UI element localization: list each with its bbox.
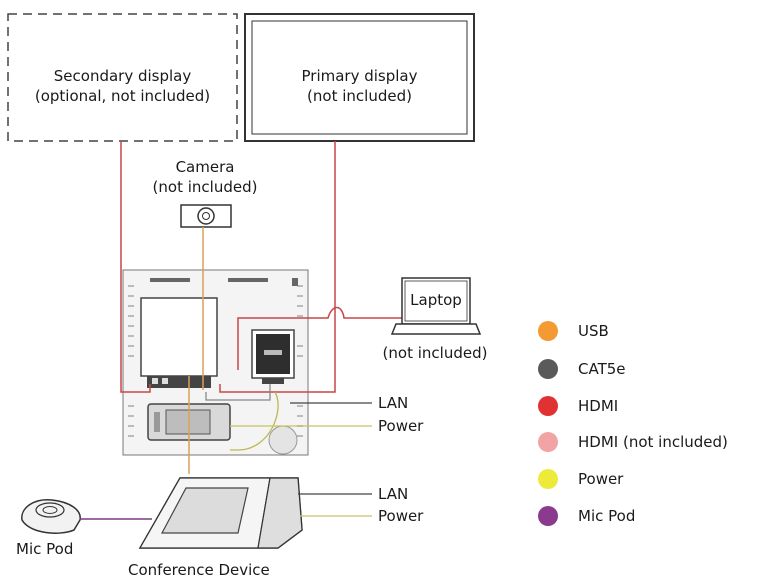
hdmi-primary-cable — [219, 141, 336, 393]
conference-device — [138, 477, 303, 549]
internal-cat5e-cable — [205, 384, 271, 401]
legend-label-power: Power — [578, 470, 624, 488]
laptop-label: Laptop — [410, 291, 462, 309]
mic-pod-label: Mic Pod — [16, 540, 74, 558]
mic-pod — [21, 499, 81, 534]
secondary-display-title: Secondary display — [53, 67, 192, 85]
power-color-swatch — [538, 469, 558, 489]
usb-color-swatch — [538, 321, 558, 341]
legend-label-hdmi: HDMI — [578, 397, 619, 415]
camera-title: Camera — [175, 158, 235, 176]
internal-power-cable — [230, 391, 279, 451]
hdmi-color-swatch — [538, 396, 558, 416]
primary-display-outline — [244, 13, 475, 142]
primary-display-screen — [251, 20, 468, 135]
camera-body — [180, 204, 232, 228]
legend-label-cat5e: CAT5e — [578, 360, 626, 378]
hdmi-not-included-color-swatch — [538, 432, 558, 452]
legend-item-usb: USB — [538, 319, 609, 343]
legend-item-hdmi-not-included: HDMI (not included) — [538, 430, 728, 454]
power-upper-label: Power — [378, 417, 424, 435]
lan-upper-label: LAN — [378, 394, 409, 412]
switch-unit — [251, 329, 295, 384]
legend-label-mic-pod: Mic Pod — [578, 507, 636, 525]
mic-pod-color-swatch — [538, 506, 558, 526]
hdmi-laptop-cable — [237, 306, 402, 370]
legend-item-cat5e: CAT5e — [538, 357, 626, 381]
main-unit — [140, 297, 218, 388]
secondary-display-outline — [7, 13, 238, 142]
primary-display-label: Primary display (not included) — [245, 66, 474, 106]
legend-label-usb: USB — [578, 322, 609, 340]
laptop-note: (not included) — [382, 344, 488, 362]
legend-label-hdmi-not-included: HDMI (not included) — [578, 433, 728, 451]
lan-lower-label: LAN — [378, 485, 409, 503]
camera-label: Camera (not included) — [130, 157, 280, 197]
legend-item-mic-pod: Mic Pod — [538, 504, 635, 528]
power-lower-label: Power — [378, 507, 424, 525]
legend-item-hdmi: HDMI — [538, 394, 618, 418]
primary-display-note: (not included) — [307, 87, 412, 105]
legend-item-power: Power — [538, 467, 623, 491]
camera-note: (not included) — [152, 178, 258, 196]
primary-display-title: Primary display — [301, 67, 418, 85]
cat5e-color-swatch — [538, 359, 558, 379]
secondary-display-label: Secondary display (optional, not include… — [8, 66, 237, 106]
laptop — [390, 277, 482, 335]
conference-device-label: Conference Device — [128, 561, 270, 579]
secondary-display-note: (optional, not included) — [34, 87, 211, 105]
camera-lens-icon — [197, 207, 215, 225]
hdmi-secondary-cable — [120, 141, 151, 393]
